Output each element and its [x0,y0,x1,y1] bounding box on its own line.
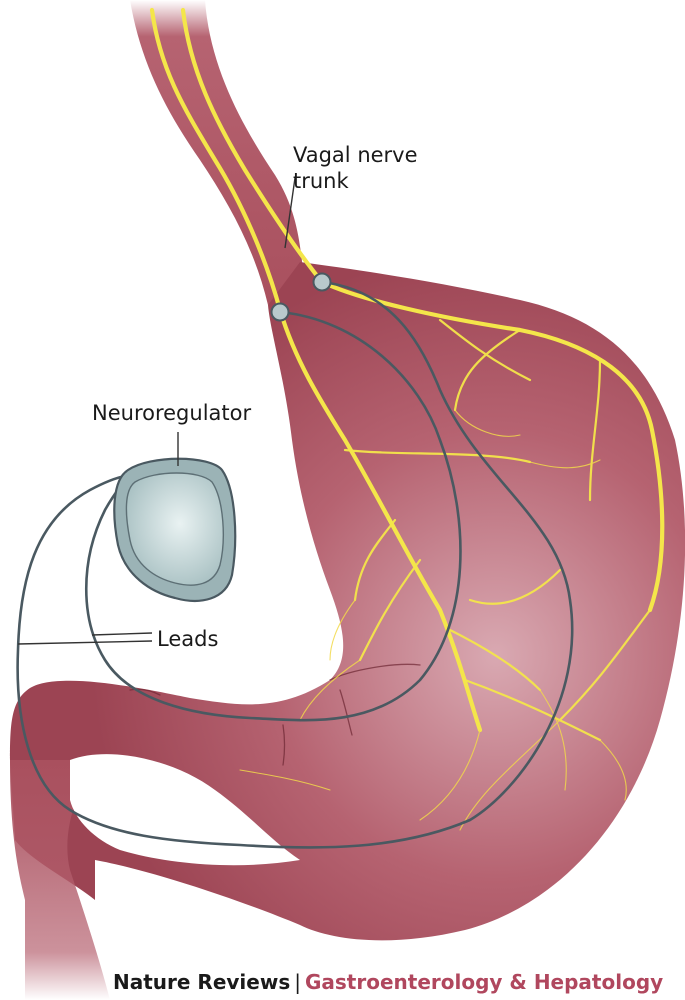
label-vagal-line2: trunk [293,169,349,193]
fine-nerve-branches [239,409,627,831]
electrodes [270,272,332,322]
leader-vagal [284,177,296,249]
duodenum [10,760,110,1000]
credit-separator: | [294,970,301,994]
credit-title: Gastroenterology & Hepatology [304,970,664,994]
label-neuroregulator: Neuroregulator [92,401,252,425]
leader-leads-1 [91,632,153,636]
electrode-posterior [312,272,332,292]
vagal-nerves [149,7,665,733]
leader-leads-2 [17,640,153,645]
leader-lines [17,177,296,645]
label-vagal-line1: Vagal nerve [293,143,418,167]
electrode-anterior [270,302,290,322]
journal-credit: Nature Reviews|Gastroenterology & Hepato… [113,970,663,994]
label-vagal-nerve-trunk: Vagal nerve trunk [293,142,418,194]
duodenal-curve [70,754,300,866]
label-leads: Leads [157,627,219,651]
credit-journal: Nature Reviews [113,970,291,994]
leads-wires [16,280,574,849]
esophagus [130,0,305,305]
neuroregulator-device [113,457,237,602]
nerve-branches [343,318,652,742]
